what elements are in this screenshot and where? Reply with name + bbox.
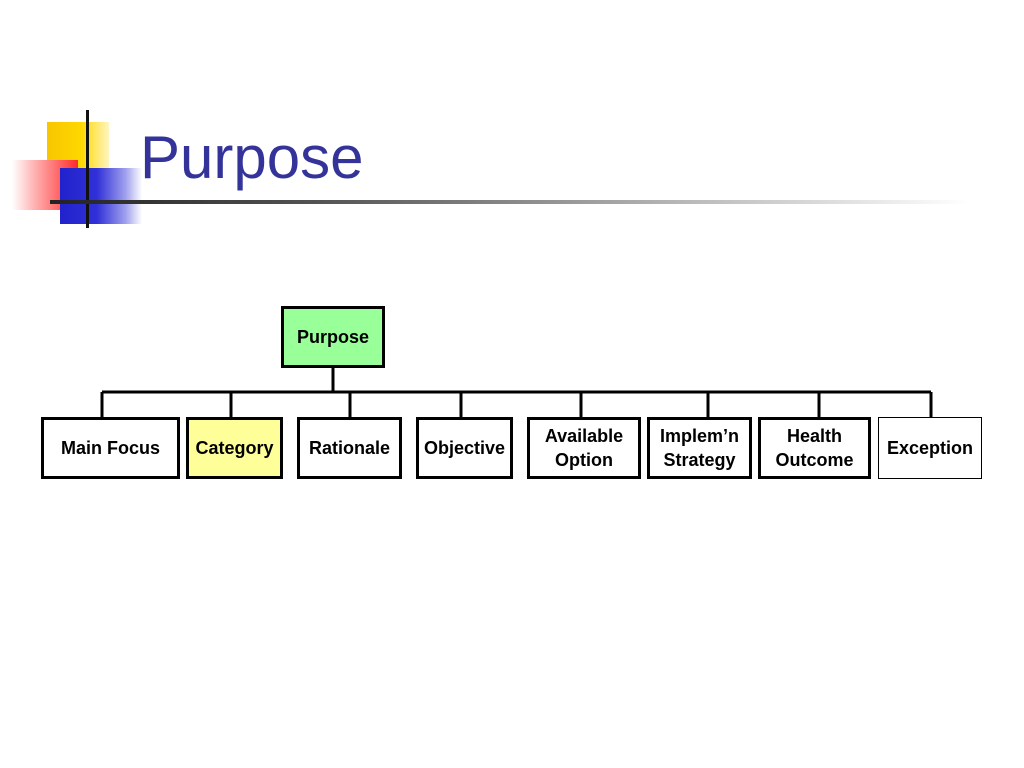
logo-decoration: [0, 0, 160, 240]
node-label: Implem’n Strategy: [659, 426, 739, 470]
child-stem-lines: [100, 392, 933, 418]
node-label: Exception: [886, 438, 974, 458]
node-objective: Objective: [416, 417, 513, 479]
root-node-label: Purpose: [296, 327, 370, 347]
node-label: Category: [195, 438, 274, 458]
slide-title: Purpose: [140, 124, 364, 191]
node-main-focus: Main Focus: [41, 417, 180, 479]
node-exception: Exception: [878, 417, 982, 479]
root-node-purpose: Purpose: [281, 306, 385, 368]
title-underline: [50, 200, 970, 204]
node-health-outcome: Health Outcome: [758, 417, 871, 479]
node-category: Category: [186, 417, 283, 479]
node-label: Available Option: [544, 426, 624, 470]
node-rationale: Rationale: [297, 417, 402, 479]
logo-vertical-line: [86, 110, 89, 228]
node-label: Health Outcome: [775, 426, 854, 470]
node-implementation-strategy: Implem’n Strategy: [647, 417, 752, 479]
logo-blue-square: [60, 168, 142, 224]
node-available-option: Available Option: [527, 417, 641, 479]
node-label: Main Focus: [60, 438, 160, 458]
node-label: Rationale: [308, 438, 391, 458]
node-label: Objective: [423, 438, 506, 458]
